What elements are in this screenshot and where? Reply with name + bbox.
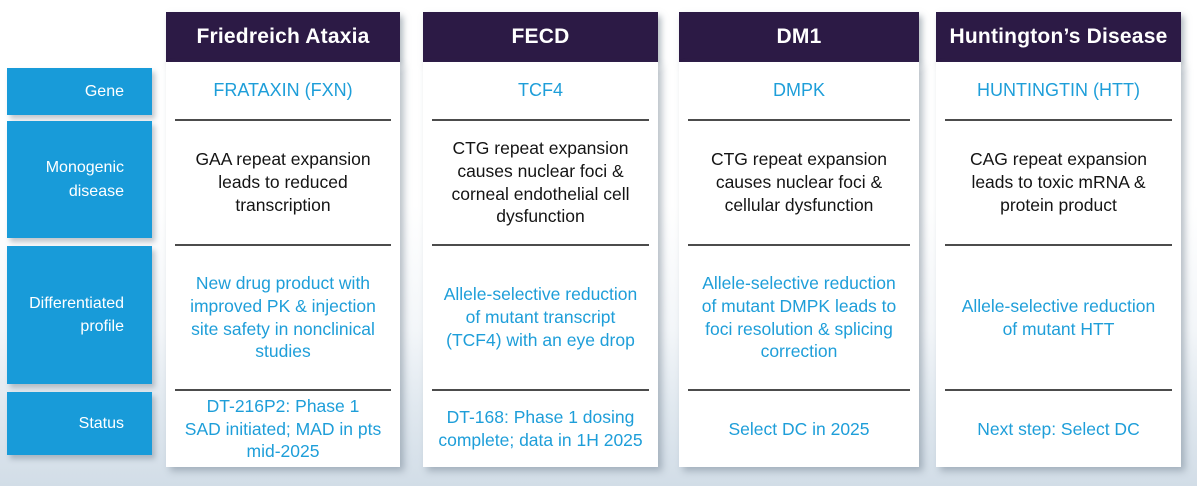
row-divider [945, 389, 1172, 391]
column-card: TCF4 CTG repeat expansion causes nuclear… [423, 62, 658, 467]
cell-monogenic-disease: GAA repeat expansion leads to reduced tr… [195, 149, 371, 215]
row-divider [175, 119, 391, 121]
column-friedreich-ataxia: Friedreich Ataxia FRATAXIN (FXN) GAA rep… [166, 12, 400, 467]
column-huntingtons-disease: Huntington’s Disease HUNTINGTIN (HTT) CA… [936, 12, 1181, 467]
row-divider [432, 244, 649, 246]
cell-gene: DMPK [772, 79, 825, 100]
row-label-status: Status [7, 392, 152, 455]
cell-gene: FRATAXIN (FXN) [213, 79, 353, 100]
row-label-monogenic-disease: Monogenic disease [7, 121, 152, 238]
row-divider [432, 389, 649, 391]
column-header-fecd: FECD [423, 12, 658, 62]
column-fecd: FECD TCF4 CTG repeat expansion causes nu… [423, 12, 658, 467]
column-card: DMPK CTG repeat expansion causes nuclear… [679, 62, 919, 467]
column-card: HUNTINGTIN (HTT) CAG repeat expansion le… [936, 62, 1181, 467]
cell-gene: TCF4 [518, 79, 563, 100]
cell-status: DT-168: Phase 1 dosing complete; data in… [438, 407, 643, 450]
cell-monogenic-disease: CAG repeat expansion leads to toxic mRNA… [969, 149, 1148, 215]
cell-status: DT-216P2: Phase 1 SAD initiated; MAD in … [184, 395, 382, 462]
row-divider [688, 389, 910, 391]
cell-differentiated-profile: Allele-selective reduction of mutant HTT [961, 295, 1156, 339]
row-divider [945, 244, 1172, 246]
column-header-dm1: DM1 [679, 12, 919, 62]
row-divider [175, 389, 391, 391]
cell-differentiated-profile: Allele-selective reduction of mutant tra… [443, 284, 638, 350]
row-divider [688, 244, 910, 246]
row-label-gene: Gene [7, 68, 152, 115]
cell-differentiated-profile: New drug product with improved PK & inje… [190, 273, 376, 362]
row-divider [432, 119, 649, 121]
cell-monogenic-disease: CTG repeat expansion causes nuclear foci… [451, 138, 630, 227]
column-header-friedreich-ataxia: Friedreich Ataxia [166, 12, 400, 62]
cell-monogenic-disease: CTG repeat expansion causes nuclear foci… [710, 149, 888, 215]
cell-differentiated-profile: Allele-selective reduction of mutant DMP… [701, 273, 897, 362]
row-divider [175, 244, 391, 246]
column-dm1: DM1 DMPK CTG repeat expansion causes nuc… [679, 12, 919, 467]
row-divider [945, 119, 1172, 121]
row-divider [688, 119, 910, 121]
cell-status: Select DC in 2025 [728, 418, 870, 439]
cell-status: Next step: Select DC [977, 418, 1140, 439]
column-header-huntingtons-disease: Huntington’s Disease [936, 12, 1181, 62]
column-card: FRATAXIN (FXN) GAA repeat expansion lead… [166, 62, 400, 467]
row-label-differentiated-profile: Differentiated profile [7, 246, 152, 384]
cell-gene: HUNTINGTIN (HTT) [977, 79, 1140, 100]
